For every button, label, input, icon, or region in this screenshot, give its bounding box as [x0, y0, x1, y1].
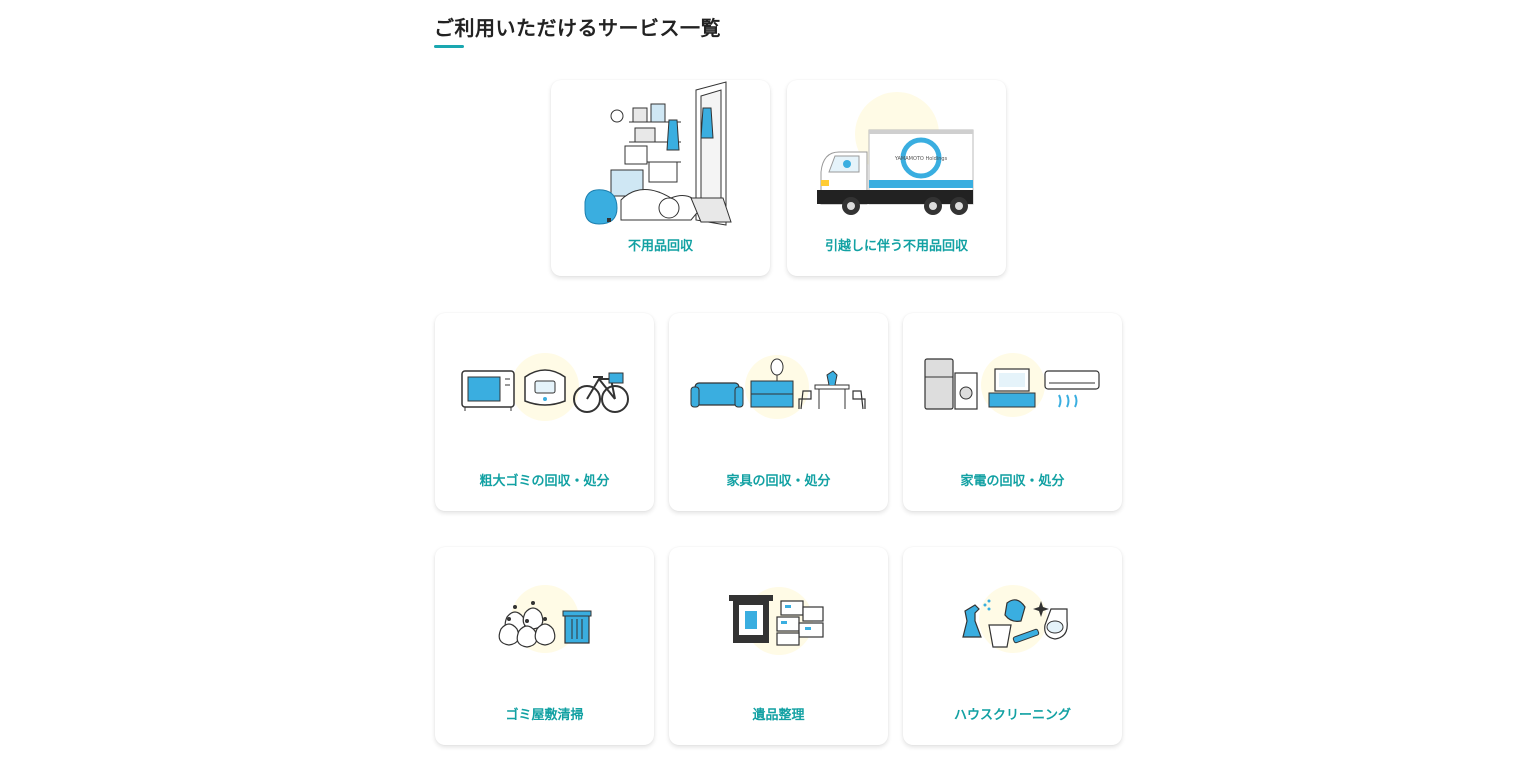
moving-truck-icon: YAMAMOTO Holdings — [817, 92, 974, 215]
service-label: ゴミ屋敷清掃 — [505, 708, 584, 723]
service-label: 粗大ゴミの回収・処分 — [479, 474, 610, 489]
garbage-house-icon — [498, 585, 592, 653]
appliance-icon — [924, 353, 1100, 417]
service-label: ハウスクリーニング — [953, 708, 1071, 723]
bulky-waste-icon — [461, 353, 629, 421]
service-label: 家電の回収・処分 — [960, 474, 1065, 489]
service-card-house-cleaning[interactable]: ハウスクリーニング — [903, 547, 1122, 745]
furniture-icon — [690, 355, 866, 419]
service-card-unwanted-items[interactable]: 不用品回収 — [551, 80, 770, 276]
house-cleaning-icon — [962, 585, 1068, 653]
cluttered-room-icon — [584, 81, 732, 226]
service-label: 遺品整理 — [752, 708, 805, 723]
service-card-estate-clearance[interactable]: 遺品整理 — [669, 547, 888, 745]
service-card-furniture[interactable]: 家具の回収・処分 — [669, 313, 888, 511]
service-label: 引越しに伴う不用品回収 — [824, 239, 968, 254]
estate-clearance-icon — [729, 587, 824, 655]
service-card-bulky-waste[interactable]: 粗大ゴミの回収・処分 — [435, 313, 654, 511]
service-card-moving-unwanted-items[interactable]: YAMAMOTO Holdings 引越しに伴う不用品回収 — [787, 80, 1006, 276]
service-card-appliances[interactable]: 家電の回収・処分 — [903, 313, 1122, 511]
section-title: ご利用いただけるサービス一覧 — [434, 16, 721, 40]
title-underline — [434, 45, 464, 48]
service-card-garbage-house[interactable]: ゴミ屋敷清掃 — [435, 547, 654, 745]
service-label: 家具の回収・処分 — [726, 474, 831, 489]
service-label: 不用品回収 — [627, 239, 693, 254]
truck-logo-text: YAMAMOTO Holdings — [894, 156, 948, 162]
